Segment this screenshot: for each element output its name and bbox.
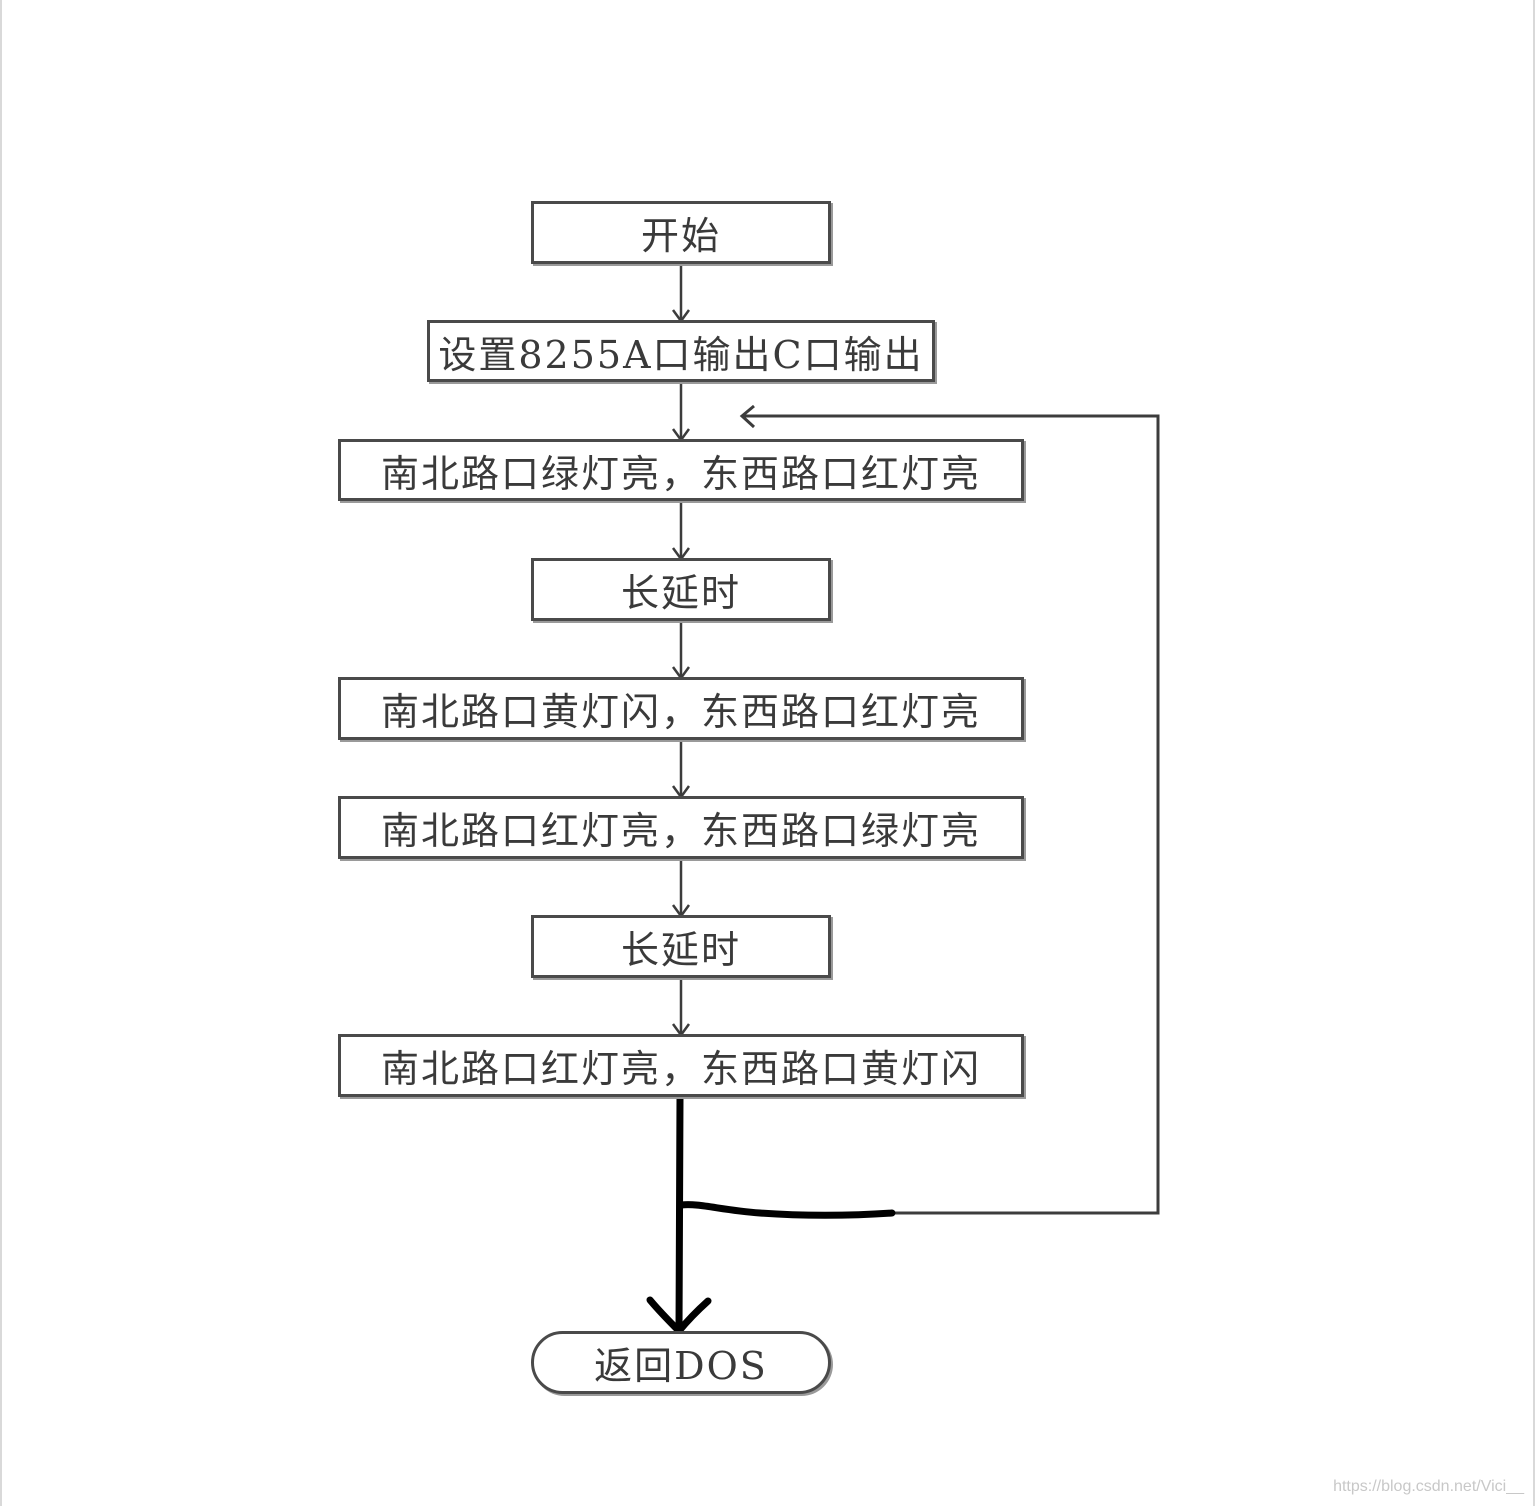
start-node-label: 开始 <box>640 214 721 258</box>
ns-green-node-label: 南北路口绿灯亮，东西路口红灯亮 <box>380 451 981 496</box>
connector-ew-green-to-delay-2 <box>671 858 691 919</box>
start-node: 开始 <box>531 201 831 264</box>
ew-green-node-label: 南北路口红灯亮，东西路口绿灯亮 <box>380 809 981 853</box>
end-node-label: 返回DOS <box>594 1344 768 1388</box>
ns-yellow-node-label: 南北路口黄灯闪，东西路口红灯亮 <box>380 690 981 734</box>
delay-node-1-label: 长延时 <box>620 571 741 615</box>
connector-init-to-ns-green <box>671 381 691 443</box>
connector-delay-1-to-ns-yellow <box>671 620 691 681</box>
connector-ns-yellow-to-ew-green <box>671 739 691 800</box>
end-node: 返回DOS <box>531 1331 831 1394</box>
connector-start-to-init <box>671 263 691 324</box>
ew-yellow-node-label: 南北路口红灯亮，东西路口黄灯闪 <box>380 1047 981 1091</box>
watermark-text: https://blog.csdn.net/Vici__ <box>1333 1478 1524 1495</box>
connector-delay-2-to-ew-yellow <box>671 977 691 1038</box>
ns-yellow-node: 南北路口黄灯闪，东西路口红灯亮 <box>338 677 1024 740</box>
init-node: 设置8255A口输出C口输出 <box>427 320 935 382</box>
frame-edge-left <box>0 0 2 1506</box>
connector-ns-green-to-delay-1 <box>671 500 691 562</box>
handdrawn-connector-to-end <box>646 1094 712 1335</box>
delay-node-2-label: 长延时 <box>620 928 741 972</box>
init-node-label: 设置8255A口输出C口输出 <box>438 332 924 377</box>
delay-node-1: 长延时 <box>531 558 831 621</box>
frame-edge-right <box>1533 0 1535 1506</box>
ew-yellow-node: 南北路口红灯亮，东西路口黄灯闪 <box>338 1034 1024 1097</box>
ew-green-node: 南北路口红灯亮，东西路口绿灯亮 <box>338 796 1024 859</box>
delay-node-2: 长延时 <box>531 915 831 978</box>
handdrawn-branch-to-loop <box>677 1201 896 1219</box>
connector-loop-back <box>739 404 1160 1215</box>
ns-green-node: 南北路口绿灯亮，东西路口红灯亮 <box>338 439 1024 501</box>
